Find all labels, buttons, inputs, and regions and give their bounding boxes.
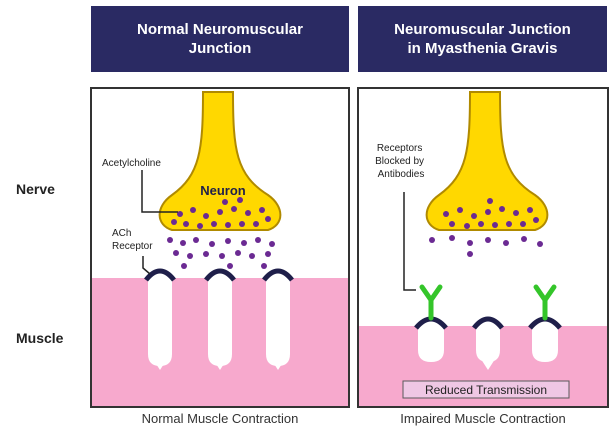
neuron-label: Neuron	[200, 183, 246, 198]
acetylcholine-label: Acetylcholine	[102, 158, 161, 169]
receptors-blocked-label: Receptors Blocked by Antibodies	[375, 143, 427, 180]
caption-normal: Normal Muscle Contraction	[91, 411, 349, 426]
reduced-transmission-label: Reduced Transmission	[425, 383, 547, 397]
caption-impaired: Impaired Muscle Contraction	[358, 411, 608, 426]
